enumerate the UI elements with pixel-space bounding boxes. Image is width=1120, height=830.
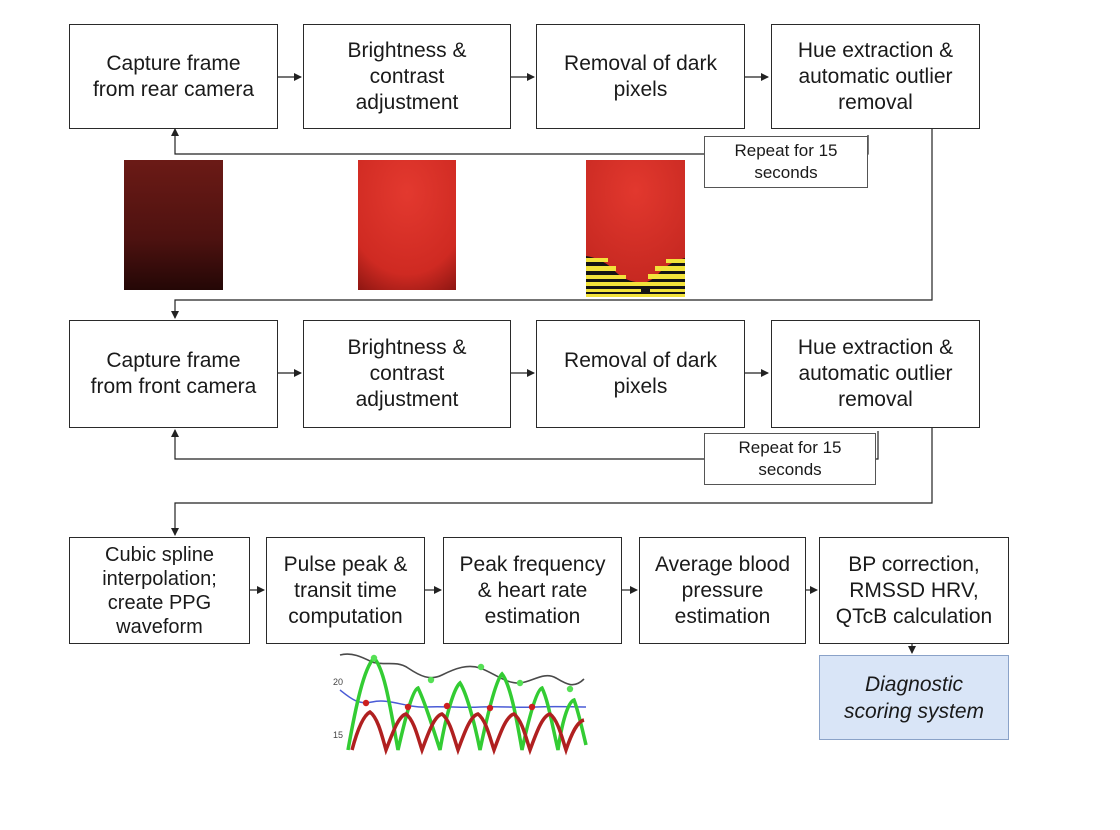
- raw-frame-thumbnail: [124, 160, 223, 290]
- waveform-tick-label: 20: [333, 677, 343, 687]
- dark-pixel-removal-box-2: Removal of dark pixels: [536, 320, 745, 428]
- heart-rate-box: Peak frequency & heart rate estimation: [443, 537, 622, 644]
- bp-correction-box: BP correction, RMSSD HRV, QTcB calculati…: [819, 537, 1009, 644]
- waveform-tick-label: 15: [333, 730, 343, 740]
- blood-pressure-box: Average blood pressure estimation: [639, 537, 806, 644]
- hue-extraction-box-1: Hue extraction & automatic outlier remov…: [771, 24, 980, 129]
- dark-pixel-removal-box-1: Removal of dark pixels: [536, 24, 745, 129]
- row3-connectors: [250, 586, 916, 654]
- adjusted-frame-thumbnail: [358, 160, 456, 290]
- brightness-contrast-box-2: Brightness & contrast adjustment: [303, 320, 511, 428]
- pulse-peak-box: Pulse peak & transit time computation: [266, 537, 425, 644]
- row1-connectors: [171, 73, 933, 319]
- brightness-contrast-box-1: Brightness & contrast adjustment: [303, 24, 511, 129]
- row2-connectors: [171, 369, 933, 536]
- capture-rear-camera-box: Capture frame from rear camera: [69, 24, 278, 129]
- hue-extraction-box-2: Hue extraction & automatic outlier remov…: [771, 320, 980, 428]
- diagnostic-scoring-box: Diagnostic scoring system: [819, 655, 1009, 740]
- cubic-spline-box: Cubic spline interpolation; create PPG w…: [69, 537, 250, 644]
- repeat-note-1: Repeat for 15 seconds: [704, 136, 868, 188]
- dark-pixel-removed-thumbnail: [586, 160, 685, 297]
- repeat-note-2: Repeat for 15 seconds: [704, 433, 876, 485]
- capture-front-camera-box: Capture frame from front camera: [69, 320, 278, 428]
- ppg-waveform-plot: 20 15: [331, 651, 588, 756]
